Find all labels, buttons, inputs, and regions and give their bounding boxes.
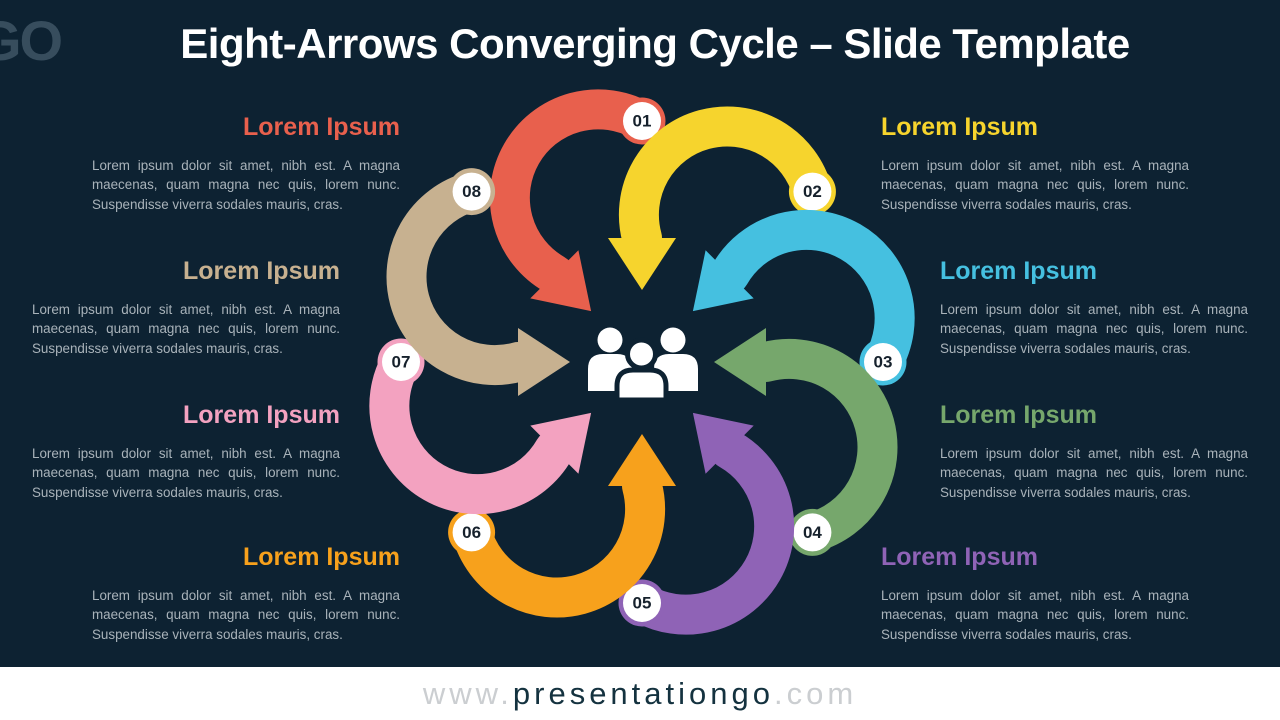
url-domain: presentationgo <box>512 675 774 711</box>
block-body: Lorem ipsum dolor sit amet, nibh est. A … <box>940 302 1248 356</box>
arrow-06: 06 <box>448 434 676 618</box>
arrow-head <box>530 250 592 312</box>
number-badge <box>623 102 661 140</box>
arrow-head <box>608 434 676 486</box>
number-badge <box>793 513 832 552</box>
url-prefix: www. <box>422 675 513 711</box>
arrow-head <box>692 250 754 312</box>
arrow-shaft <box>622 429 795 635</box>
block-body: Lorem ipsum dolor sit amet, nibh est. A … <box>92 588 400 642</box>
url-suffix: .com <box>774 675 858 711</box>
text-block-07: Lorem Ipsum Lorem ipsum dolor sit amet, … <box>32 400 340 502</box>
footer: www.presentationgo.com <box>0 667 1280 720</box>
block-heading: Lorem Ipsum <box>940 401 1097 429</box>
text-block-05: Lorem Ipsum Lorem ipsum dolor sit amet, … <box>881 542 1189 644</box>
block-heading: Lorem Ipsum <box>243 113 400 141</box>
arrow-shaft <box>451 466 666 618</box>
arrow-head <box>714 328 766 396</box>
arrow-05: 05 <box>618 412 795 635</box>
footer-url: www.presentationgo.com <box>423 676 857 712</box>
block-heading: Lorem Ipsum <box>243 543 400 571</box>
cycle-diagram: 01 02 03 04 05 06 07 08 <box>369 89 915 635</box>
person-head <box>660 327 686 353</box>
block-heading: Lorem Ipsum <box>183 401 340 429</box>
block-body: Lorem ipsum dolor sit amet, nibh est. A … <box>92 158 400 212</box>
arrow-head <box>608 238 676 290</box>
number-badge-label: 03 <box>874 353 893 372</box>
number-badge-label: 01 <box>633 112 652 131</box>
block-heading: Lorem Ipsum <box>881 543 1038 571</box>
text-block-02: Lorem Ipsum Lorem ipsum dolor sit amet, … <box>881 112 1189 214</box>
block-heading: Lorem Ipsum <box>183 257 340 285</box>
text-block-06: Lorem Ipsum Lorem ipsum dolor sit amet, … <box>92 542 400 644</box>
arrow-07: 07 <box>369 338 592 515</box>
arrow-shaft <box>618 106 833 258</box>
arrow-03: 03 <box>692 209 915 386</box>
arrow-shaft <box>709 209 915 382</box>
text-block-08: Lorem Ipsum Lorem ipsum dolor sit amet, … <box>32 256 340 358</box>
arrow-shaft <box>369 342 575 515</box>
block-body: Lorem ipsum dolor sit amet, nibh est. A … <box>32 446 340 500</box>
arrow-shaft <box>386 171 538 386</box>
number-badge <box>623 584 661 622</box>
arrow-head <box>518 328 570 396</box>
arrow-04: 04 <box>714 328 898 556</box>
arrow-shaft <box>489 89 662 295</box>
number-badge <box>793 172 832 211</box>
arrow-08: 08 <box>386 168 570 396</box>
text-block-03: Lorem Ipsum Lorem ipsum dolor sit amet, … <box>940 256 1248 358</box>
arrow-01: 01 <box>489 89 666 312</box>
person-head <box>625 337 658 371</box>
block-heading: Lorem Ipsum <box>881 113 1038 141</box>
arrow-02: 02 <box>608 106 836 290</box>
number-badge <box>382 343 420 381</box>
number-badge <box>452 172 491 211</box>
text-block-04: Lorem Ipsum Lorem ipsum dolor sit amet, … <box>940 400 1248 502</box>
number-badge-label: 05 <box>633 594 652 613</box>
person-head <box>597 327 623 353</box>
block-body: Lorem ipsum dolor sit amet, nibh est. A … <box>32 302 340 356</box>
block-heading: Lorem Ipsum <box>940 257 1097 285</box>
number-badge <box>452 513 491 552</box>
number-badge-label: 08 <box>462 182 481 201</box>
team-icon <box>588 327 698 403</box>
person-body <box>614 367 669 403</box>
number-badge-label: 06 <box>462 523 481 542</box>
number-badge <box>864 343 902 381</box>
text-block-01: Lorem Ipsum Lorem ipsum dolor sit amet, … <box>92 112 400 214</box>
brand-logo: GO <box>0 9 63 72</box>
page-title: Eight-Arrows Converging Cycle – Slide Te… <box>180 20 1130 67</box>
block-body: Lorem ipsum dolor sit amet, nibh est. A … <box>940 446 1248 500</box>
number-badge-label: 07 <box>392 353 411 372</box>
arrow-shaft <box>746 338 898 553</box>
number-badge-label: 04 <box>803 523 822 542</box>
number-badge-label: 02 <box>803 182 822 201</box>
arrows-layer: 01 02 03 04 05 06 07 08 <box>369 89 915 635</box>
arrow-head <box>530 412 592 474</box>
block-body: Lorem ipsum dolor sit amet, nibh est. A … <box>881 588 1189 642</box>
arrow-head <box>692 412 754 474</box>
block-body: Lorem ipsum dolor sit amet, nibh est. A … <box>881 158 1189 212</box>
